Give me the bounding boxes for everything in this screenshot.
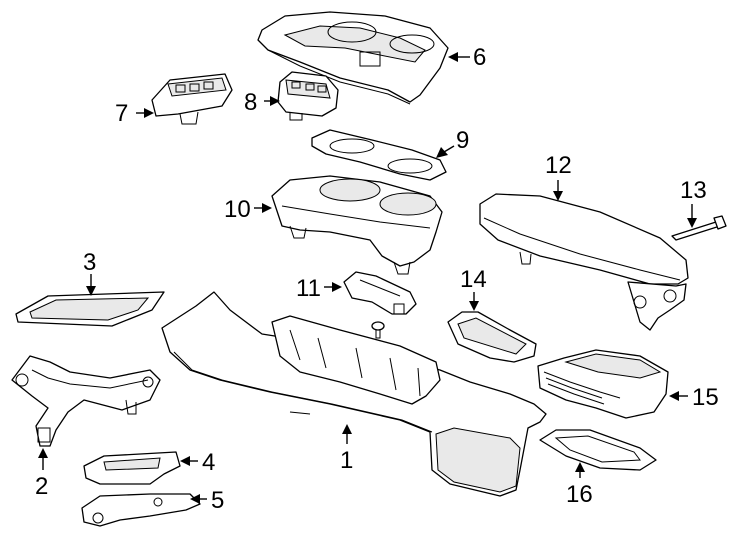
leader-lines (38, 52, 697, 504)
callout-4: 4 (202, 449, 215, 476)
part-4-module (83, 451, 181, 485)
part-6-trim-plate (257, 11, 449, 105)
callout-14: 14 (460, 266, 487, 293)
callout-2: 2 (35, 473, 48, 500)
part-5-plate (81, 493, 201, 527)
part-3-tray (15, 291, 165, 327)
screw (371, 321, 385, 339)
part-12-armrest (479, 193, 689, 331)
callout-11: 11 (296, 275, 321, 302)
callout-12: 12 (545, 152, 572, 179)
callout-8: 8 (244, 89, 257, 116)
part-15-bin (537, 349, 669, 419)
part-7-switch (151, 73, 233, 125)
callout-3: 3 (83, 249, 96, 276)
part-11-latch (343, 271, 417, 315)
part-2-bracket (11, 355, 161, 447)
callout-13: 13 (680, 177, 707, 204)
part-1-console (161, 291, 547, 497)
part-8-switch-module (277, 71, 339, 121)
callout-6: 6 (473, 44, 486, 71)
callout-1: 1 (340, 447, 353, 474)
callout-9: 9 (456, 127, 469, 154)
part-16-mat (539, 429, 657, 471)
callout-7: 7 (115, 100, 128, 127)
part-14-tray (447, 311, 537, 363)
part-9-liner (311, 129, 447, 181)
part-10-cup-holder (271, 175, 443, 275)
part-13-pin (671, 215, 727, 241)
callout-15: 15 (692, 384, 719, 411)
callout-16: 16 (566, 481, 593, 508)
callout-10: 10 (224, 196, 251, 223)
callout-5: 5 (211, 487, 224, 514)
